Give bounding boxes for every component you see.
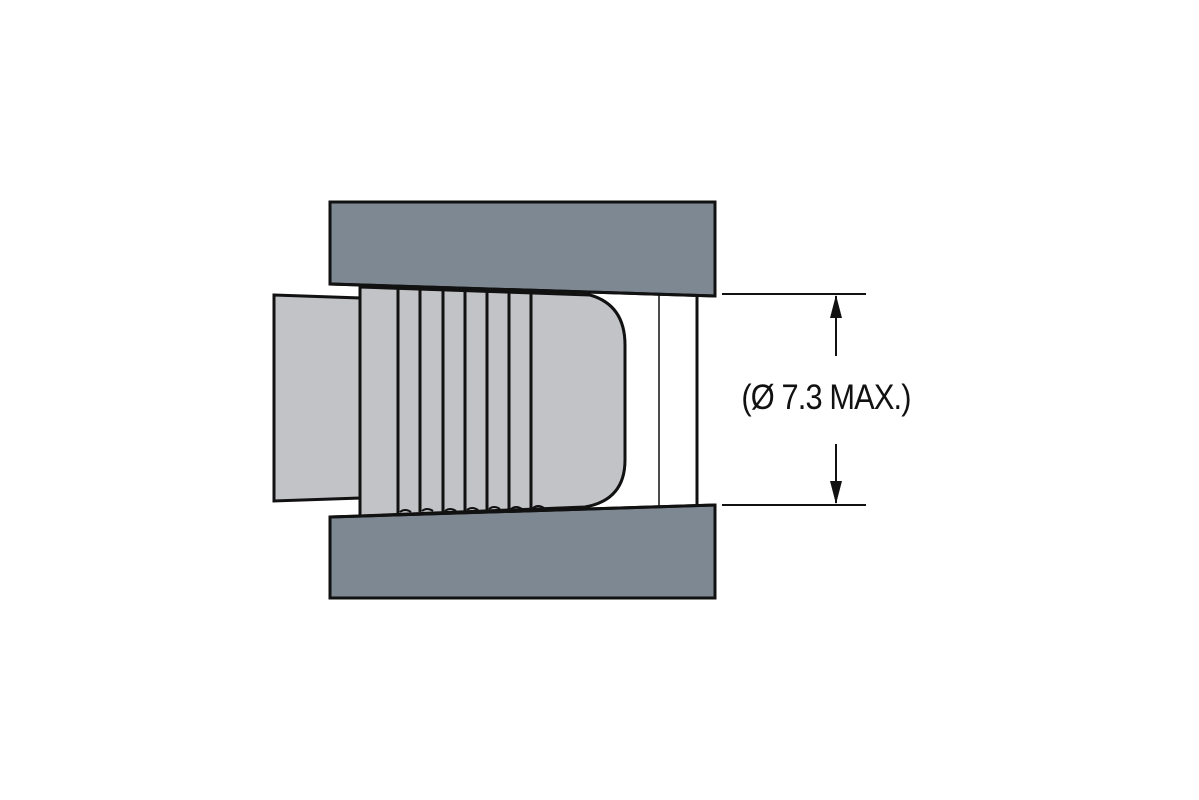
- insert-ribs: [396, 289, 533, 513]
- housing-bottom: [328, 503, 717, 600]
- housing-top: [328, 200, 717, 298]
- ribbed-insert: [358, 285, 627, 518]
- rib-bumps: [399, 505, 545, 513]
- arrow-down-icon: [830, 481, 842, 504]
- plug-tail: [272, 293, 362, 503]
- arrow-up-icon: [830, 295, 842, 318]
- diameter-dimension-label: (Ø 7.3 MAX.): [741, 378, 911, 417]
